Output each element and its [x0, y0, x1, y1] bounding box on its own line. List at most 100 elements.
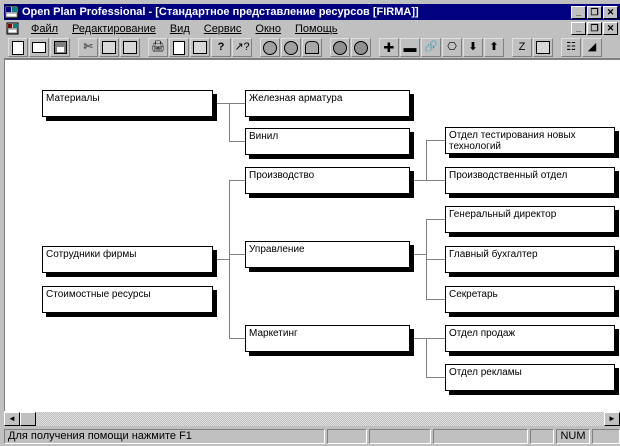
scroll-thumb[interactable] [20, 412, 36, 426]
diagram-node-label: Сотрудники фирмы [46, 249, 137, 260]
child-minimize-button[interactable]: _ [571, 22, 586, 35]
zigzag-icon[interactable]: Z [512, 38, 532, 57]
diagram-node-label: Отдел тестирования новых технологий [449, 130, 576, 152]
link-icon[interactable]: 🔗 [421, 38, 441, 57]
menu-item-service-label: Сервис [203, 22, 242, 35]
close-button[interactable]: ✕ [603, 5, 618, 19]
diagram-node-marketing[interactable]: Маркетинг [245, 325, 410, 352]
paste-icon[interactable] [120, 38, 140, 57]
document-icon[interactable] [6, 22, 20, 36]
diagram-node-label: Главный бухгалтер [449, 249, 538, 260]
sort-icon[interactable] [190, 38, 210, 57]
restore-button[interactable]: ❐ [587, 5, 602, 19]
title-bar[interactable]: Open Plan Professional - [Стандартное пр… [4, 4, 620, 20]
menu-item-file[interactable]: Файл [24, 22, 65, 36]
diagram-node-materialy[interactable]: Материалы [42, 90, 213, 117]
diagram-node-sotrudniki[interactable]: Сотрудники фирмы [42, 246, 213, 273]
context-help-icon[interactable]: ↗? [232, 38, 252, 57]
diagram-node-otdel-prodazh[interactable]: Отдел продаж [445, 325, 615, 352]
resource-filled-icon[interactable] [330, 38, 350, 57]
menu-item-window-label: Окно [255, 22, 281, 35]
diagram-connector [229, 180, 245, 181]
diagram-node-label: Управление [249, 244, 305, 255]
menu-item-help[interactable]: Помощь [288, 22, 345, 36]
scroll-track[interactable] [36, 412, 604, 426]
diagram-connector [229, 338, 245, 339]
horizontal-scrollbar[interactable]: ◄ ► [4, 411, 620, 427]
diagram-connector [411, 254, 426, 255]
diagram-connector [229, 103, 230, 141]
menu-bar: Файл Редактирование Вид Сервис Окно Помо… [4, 20, 620, 37]
resource-pool-icon[interactable] [302, 38, 322, 57]
child-restore-button[interactable]: ❐ [587, 22, 602, 35]
diagram-connector [229, 254, 245, 255]
diagram-connector [229, 141, 245, 142]
diagram-node-testirovanie[interactable]: Отдел тестирования новых технологий [445, 127, 615, 154]
help-icon[interactable]: ? [211, 38, 231, 57]
save-icon[interactable] [50, 38, 70, 57]
diagram-node-otdel-reklamy[interactable]: Отдел рекламы [445, 364, 615, 391]
child-window-controls: _ ❐ ✕ [571, 22, 618, 35]
diagram-node-label: Производство [249, 170, 315, 181]
move-down-icon[interactable]: ⬇ [463, 38, 483, 57]
diagram-connector [426, 338, 445, 339]
move-up-icon[interactable]: ⬆ [484, 38, 504, 57]
diagram-node-label: Железная арматура [249, 93, 343, 104]
diagram-connector [229, 103, 245, 104]
diagram-node-buhgalter[interactable]: Главный бухгалтер [445, 246, 615, 273]
diagram-node-gendirektor[interactable]: Генеральный директор [445, 206, 615, 233]
print-icon[interactable]: 🖨 [148, 38, 168, 57]
copy-icon[interactable] [99, 38, 119, 57]
diagram-node-vinil[interactable]: Винил [245, 128, 410, 155]
diagram-connector [214, 259, 229, 260]
diagram-node-label: Винил [249, 131, 279, 142]
diagram-connector [426, 338, 427, 377]
status-panel-2 [327, 429, 367, 444]
resource-circle-icon[interactable] [260, 38, 280, 57]
status-message: Для получения помощи нажмите F1 [4, 429, 325, 444]
resource-group-icon[interactable] [281, 38, 301, 57]
diagram-connector [426, 259, 445, 260]
report-icon[interactable] [533, 38, 553, 57]
diagram-node-label: Отдел рекламы [449, 367, 522, 378]
unlink-icon[interactable]: ⎔ [442, 38, 462, 57]
scroll-left-button[interactable]: ◄ [4, 412, 20, 426]
child-close-button[interactable]: ✕ [603, 22, 618, 35]
resource-filled2-icon[interactable] [351, 38, 371, 57]
diagram-node-upravlenie[interactable]: Управление [245, 241, 410, 268]
scroll-right-button[interactable]: ► [604, 412, 620, 426]
add-icon[interactable]: ✚ [379, 38, 399, 57]
menu-item-view[interactable]: Вид [163, 22, 197, 36]
diagram-connector [426, 219, 445, 220]
diagram-connector [411, 338, 426, 339]
diagram-node-label: Генеральный директор [449, 209, 557, 220]
menu-item-help-label: Помощь [294, 22, 338, 35]
status-panel-6 [592, 429, 620, 444]
window-title: Open Plan Professional - [Стандартное пр… [22, 6, 419, 18]
cut-icon[interactable]: ✄ [78, 38, 98, 57]
diagram-node-proizvodstvo[interactable]: Производство [245, 167, 410, 194]
new-icon[interactable] [8, 38, 28, 57]
tree-layout-icon[interactable]: ☷ [561, 38, 581, 57]
diagram-node-armatura[interactable]: Железная арматура [245, 90, 410, 117]
print-preview-icon[interactable] [169, 38, 189, 57]
status-panel-5 [530, 429, 554, 444]
diagram-node-label: Материалы [46, 93, 100, 104]
open-icon[interactable] [29, 38, 49, 57]
menu-item-edit[interactable]: Редактирование [65, 22, 163, 36]
zoom-fit-icon[interactable]: ◢ [582, 38, 602, 57]
diagram-node-sekretar[interactable]: Секретарь [445, 286, 615, 313]
menu-item-service[interactable]: Сервис [197, 22, 249, 36]
diagram-node-stoimostnye[interactable]: Стоимостные ресурсы [42, 286, 213, 313]
status-bar: Для получения помощи нажмите F1 NUM [4, 429, 620, 444]
diagram-connector [426, 140, 427, 180]
minimize-button[interactable]: _ [571, 5, 586, 19]
diagram-node-proizv-otdel[interactable]: Производственный отдел [445, 167, 615, 194]
remove-icon[interactable]: ▬ [400, 38, 420, 57]
window-controls: _ ❐ ✕ [571, 5, 618, 19]
menu-item-window[interactable]: Окно [248, 22, 288, 36]
diagram-node-label: Маркетинг [249, 328, 298, 339]
status-panel-3 [369, 429, 431, 444]
